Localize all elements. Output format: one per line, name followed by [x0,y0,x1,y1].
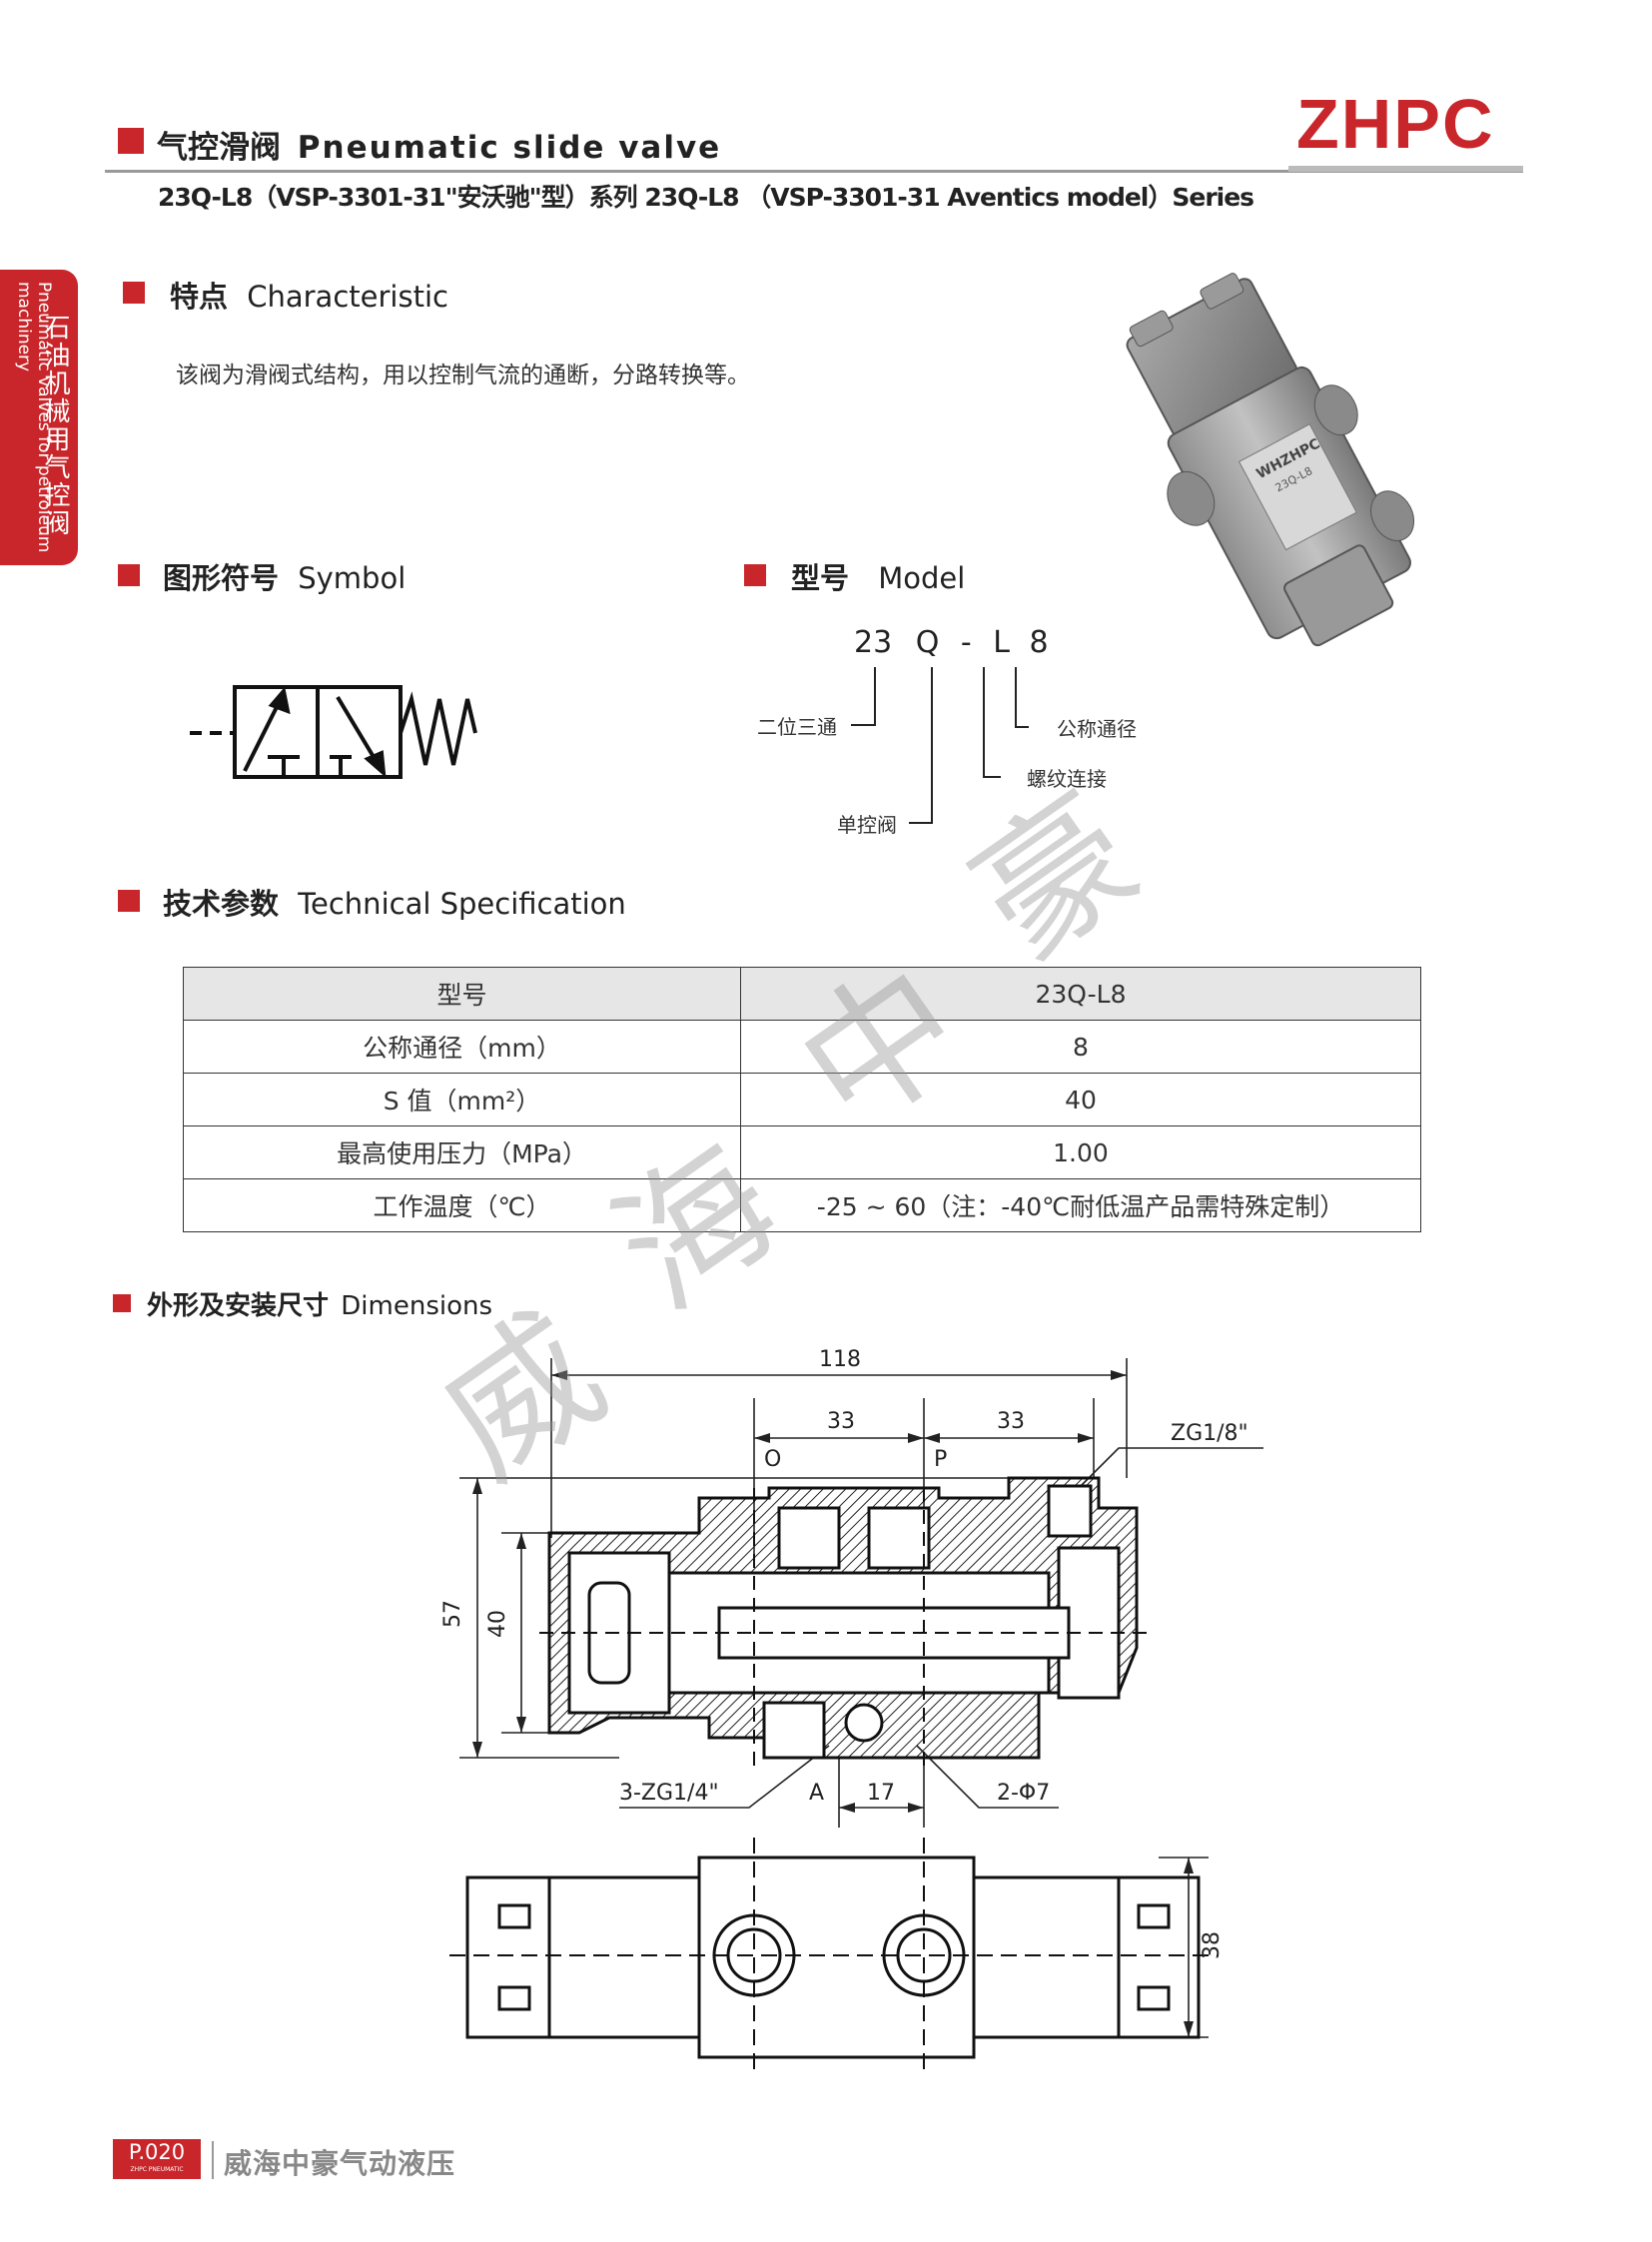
dim-38: 38 [1200,1931,1225,1959]
port-p-label: P [934,1447,947,1472]
side-tab-cn: 石油机械用气控阀 [40,314,70,537]
table-cell: 型号 [183,967,741,1021]
table-row: 公称通径（mm） 8 [183,1020,1421,1074]
side-tab: Pneumatic valves for petroleum machinery… [0,270,78,565]
model-code: 23 Q - L 8 [854,625,1049,660]
model-code-23: 23 [854,625,893,660]
product-photo: WHZHPC 23Q-L8 [1126,273,1415,647]
brand-logo: ZHPC [1296,85,1495,163]
dim-33-right: 33 [997,1409,1025,1434]
dimension-drawing: 118 33 33 O P ZG1/8" 57 40 3-ZG1/4" A 17… [440,1347,1263,2072]
page-title: 气控滑阀 Pneumatic slide valve [157,122,721,167]
spec-title: 技术参数 Technical Specification [163,887,626,921]
model-title: 型号 Model [791,561,966,595]
dim-57: 57 [440,1600,465,1628]
table-cell: 1.00 [740,1125,1421,1179]
table-row: S 值（mm²） 40 [183,1073,1421,1126]
model-leader-lines [851,667,1029,824]
table-row: 最高使用压力（MPa） 1.00 [183,1125,1421,1179]
table-cell: -25 ~ 60（注：-40℃耐低温产品需特殊定制） [740,1178,1421,1232]
page-subtitle: 23Q-L8（VSP-3301-31"安沃驰"型）系列 23Q-L8 （VSP-… [158,183,1254,212]
header-rule-accent [1288,166,1523,172]
side-tab-en: Pneumatic valves for petroleum machinery [14,282,54,553]
port-o-label: O [764,1447,781,1472]
spec-table: 型号 23Q-L8 公称通径（mm） 8 S 值（mm²） 40 最高使用压力（… [183,967,1421,1232]
table-cell: 23Q-L8 [740,967,1421,1021]
table-row: 型号 23Q-L8 [183,967,1421,1021]
dim-zg14: 3-ZG1/4" [619,1781,719,1806]
port-a-label: A [809,1781,824,1806]
section-marker [118,890,140,912]
table-cell: 40 [740,1073,1421,1126]
footer-divider [212,2141,214,2179]
page-title-en: Pneumatic slide valve [297,130,722,166]
model-code-dash: - [960,625,972,660]
model-code-q: Q [915,625,940,660]
characteristic-title: 特点 Characteristic [170,280,448,314]
table-cell: 工作温度（℃） [183,1178,741,1232]
page-number-box: P.020 ZHPC PNEUMATIC [113,2139,201,2179]
model-label-thread: 螺纹连接 [1027,767,1107,791]
table-cell: 公称通径（mm） [183,1020,741,1074]
characteristic-text: 该阀为滑阀式结构，用以控制气流的通断，分路转换等。 [176,363,750,388]
model-label-single: 单控阀 [837,813,897,837]
model-code-8: 8 [1029,625,1049,660]
page-number: P.020 [128,2140,186,2164]
section-marker [118,564,140,586]
table-cell: 最高使用压力（MPa） [183,1125,741,1179]
model-label-nominal: 公称通径 [1057,717,1137,741]
table-row: 工作温度（℃） -25 ~ 60（注：-40℃耐低温产品需特殊定制） [183,1178,1421,1232]
symbol-title: 图形符号 Symbol [163,561,407,595]
dimensions-title: 外形及安装尺寸 Dimensions [147,1291,493,1321]
section-marker [744,564,766,586]
dim-phi7: 2-Φ7 [997,1781,1050,1806]
dim-17: 17 [867,1781,895,1806]
header-rule [105,170,1523,173]
dim-zg18: ZG1/8" [1171,1421,1248,1446]
page-brand-small: ZHPC PNEUMATIC [130,2166,184,2173]
table-cell: 8 [740,1020,1421,1074]
model-label-two-three: 二位三通 [757,715,837,739]
model-code-l: L [993,625,1010,660]
dim-118: 118 [819,1347,861,1372]
footer-company: 威海中豪气动液压 [224,2147,456,2180]
table-cell: S 值（mm²） [183,1073,741,1126]
page-title-cn: 气控滑阀 [157,130,281,166]
dim-33-left: 33 [827,1409,855,1434]
section-marker [113,1294,131,1312]
valve-symbol [190,685,477,779]
dim-40: 40 [485,1610,510,1638]
section-marker [123,282,145,304]
title-marker [118,128,144,154]
